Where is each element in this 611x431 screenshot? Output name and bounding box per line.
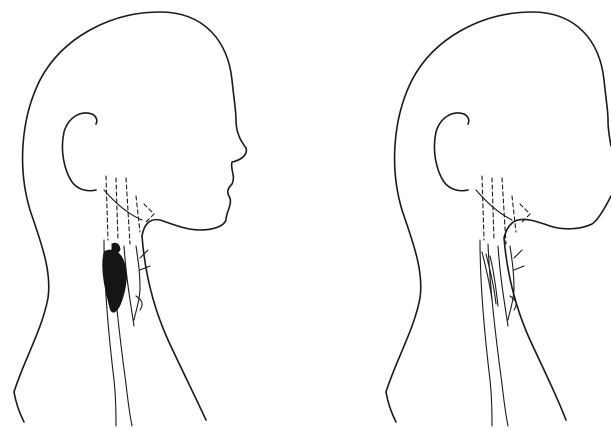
jaw-line-right [476, 190, 512, 220]
ear-right [434, 113, 468, 191]
dashed-line-2-right [492, 178, 494, 240]
shaded-mass-small-left [112, 243, 120, 253]
dashed-line-3-right [502, 178, 506, 244]
jaw-line-left [104, 190, 142, 220]
head-outline-right [386, 12, 611, 392]
dashed-line-1-right [482, 176, 484, 240]
vessel-line-4-left [134, 246, 140, 320]
head-profile-left [14, 12, 246, 426]
chin-jaw-right [504, 196, 611, 238]
neck-back-right [386, 392, 396, 422]
neck-front-left [142, 236, 206, 420]
head-profile-right [386, 12, 611, 426]
neck-front-right [504, 238, 566, 420]
dashed-line-4-left [136, 196, 140, 232]
dashed-line-2-left [116, 178, 118, 240]
dashed-line-4-right [512, 196, 516, 232]
dashed-line-5-left [144, 204, 154, 222]
dashed-line-1-left [106, 176, 108, 240]
head-outline-left [14, 12, 246, 392]
neck-back-left [14, 392, 24, 422]
ear-left [62, 113, 96, 191]
